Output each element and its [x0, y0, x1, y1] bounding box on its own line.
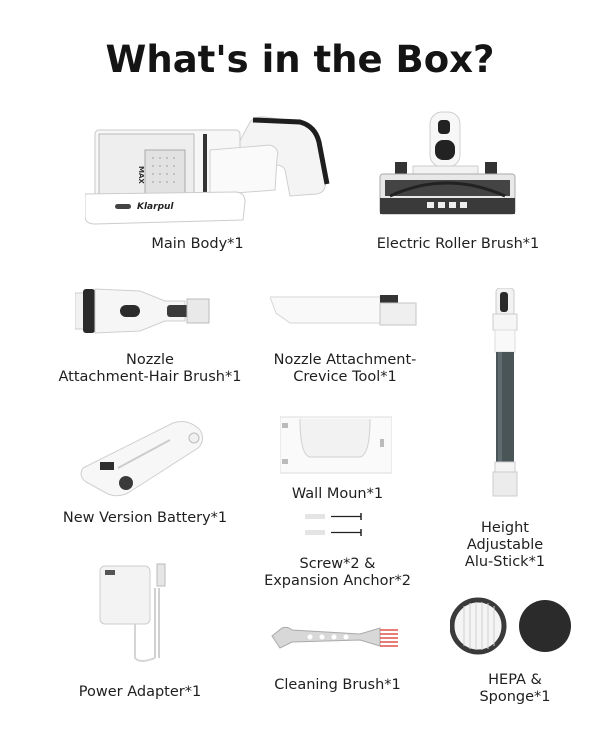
crevice-tool-label: Nozzle Attachment- Crevice Tool*1 — [255, 352, 435, 386]
battery-image — [78, 418, 206, 498]
hair-brush-label-line2: Attachment-Hair Brush*1 — [58, 369, 242, 385]
max-mark: MAX — [137, 166, 145, 184]
main-body-label: Main Body*1 — [151, 236, 244, 252]
hepa-sponge-label: HEPA & Sponge*1 — [460, 672, 570, 706]
screws-image — [305, 510, 365, 540]
wall-mount-image — [279, 415, 393, 475]
screws-label-line1: Screw*2 & — [299, 556, 376, 572]
power-adapter-label: Power Adapter*1 — [78, 684, 202, 700]
brand-logo: Klarpul — [137, 202, 174, 212]
alu-stick-image — [490, 287, 520, 498]
cleaning-brush-image — [270, 622, 400, 652]
crevice-tool-label-line1: Nozzle Attachment- — [273, 352, 417, 368]
wall-mount-label: Wall Moun*1 — [291, 486, 384, 502]
hepa-sponge-image — [449, 596, 580, 656]
main-body-image: MAX Klarpul — [84, 110, 330, 228]
crevice-tool-image — [269, 295, 420, 327]
alu-stick-label-line1: Height — [481, 520, 529, 536]
hepa-sponge-label-line1: HEPA & — [488, 672, 542, 688]
hair-brush-label-line1: Nozzle — [126, 352, 174, 368]
screws-label: Screw*2 & Expansion Anchor*2 — [255, 556, 420, 590]
hair-brush-label: Nozzle Attachment-Hair Brush*1 — [45, 352, 255, 386]
roller-brush-label: Electric Roller Brush*1 — [376, 236, 540, 252]
roller-brush-image — [375, 110, 520, 218]
alu-stick-label-line2: Adjustable — [466, 537, 544, 553]
battery-label: New Version Battery*1 — [62, 510, 228, 526]
hair-brush-image — [74, 285, 215, 337]
alu-stick-label-line3: Alu-Stick*1 — [464, 554, 546, 570]
cleaning-brush-label: Cleaning Brush*1 — [274, 677, 401, 693]
power-adapter-image — [95, 558, 185, 668]
hepa-sponge-label-line2: Sponge*1 — [479, 689, 551, 705]
crevice-tool-label-line2: Crevice Tool*1 — [293, 369, 397, 385]
page-title: What's in the Box? — [105, 38, 495, 81]
screws-label-line2: Expansion Anchor*2 — [264, 573, 411, 589]
alu-stick-label: Height Adjustable Alu-Stick*1 — [455, 520, 555, 571]
